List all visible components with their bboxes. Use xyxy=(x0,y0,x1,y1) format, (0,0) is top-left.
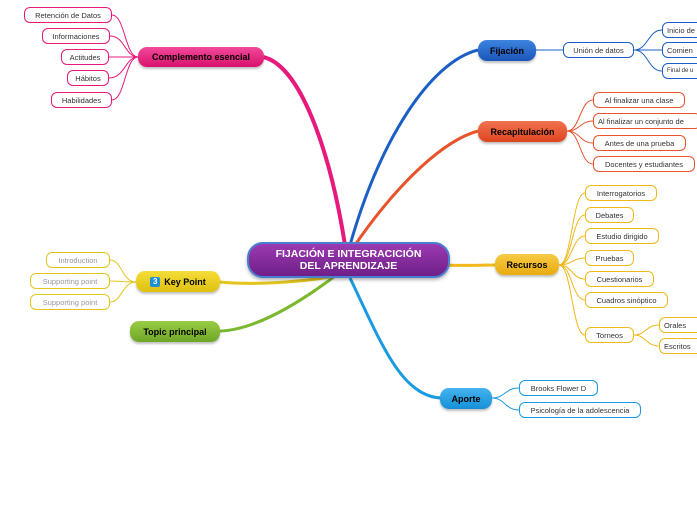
subtopic-interrogatorios[interactable]: Interrogatorios xyxy=(585,185,657,201)
topic-complemento-esencial[interactable]: Complemento esencial xyxy=(138,47,264,67)
subtopic-union-de-datos[interactable]: Unión de datos xyxy=(563,42,634,58)
subtopic-label: Pruebas xyxy=(595,253,624,263)
subtopic-docentes-estudiantes[interactable]: Docentes y estudiantes xyxy=(593,156,695,172)
subtopic-label: Retención de Datos xyxy=(35,10,101,20)
subtopic-cuestionarios[interactable]: Cuestionarios xyxy=(585,271,654,287)
subtopic-label: Debates xyxy=(595,210,624,220)
subtopic-supporting-point-2[interactable]: Supporting point xyxy=(30,294,110,310)
subtopic-label: Antes de una prueba xyxy=(604,138,675,148)
subtopic-label: Supporting point xyxy=(42,297,98,307)
topic-complemento-label: Complemento esencial xyxy=(151,52,251,62)
subtopic-actitudes[interactable]: Actitudes xyxy=(61,49,109,65)
subtopic-label: Habilidades xyxy=(61,95,102,105)
topic-fijacion-label: Fijación xyxy=(489,45,524,56)
subtopic-label: Al finalizar un conjunto de xyxy=(598,116,684,126)
subtopic-escritos[interactable]: Escritos xyxy=(659,338,697,354)
subtopic-label: Brooks Flower D xyxy=(530,383,587,393)
subtopic-label: Comien xyxy=(667,45,693,55)
topic-recapitulacion-label: Recapitulación xyxy=(490,126,555,137)
subtopic-label: Docentes y estudiantes xyxy=(605,159,683,169)
subtopic-label: Final de u xyxy=(667,68,694,74)
subtopic-label: Torneos xyxy=(596,330,623,340)
subtopic-label: Actitudes xyxy=(69,52,101,62)
subtopic-inicio[interactable]: Inicio de xyxy=(662,22,697,38)
subtopic-al-finalizar-conjunto[interactable]: Al finalizar un conjunto de xyxy=(593,113,697,129)
topic-key-point-label: Key Point xyxy=(164,276,206,287)
subtopic-debates[interactable]: Debates xyxy=(585,207,634,223)
subtopic-estudio-dirigido[interactable]: Estudio dirigido xyxy=(585,228,659,244)
subtopic-psicologia[interactable]: Psicología de la adolescencia xyxy=(519,402,641,418)
topic-recursos-label: Recursos xyxy=(506,259,548,270)
subtopic-label: Inicio de xyxy=(667,25,695,35)
subtopic-informaciones[interactable]: Informaciones xyxy=(42,28,110,44)
subtopic-comienzo[interactable]: Comien xyxy=(662,42,697,58)
subtopic-antes-de-prueba[interactable]: Antes de una prueba xyxy=(593,135,686,151)
subtopic-label: Supporting point xyxy=(42,276,98,286)
subtopic-habilidades[interactable]: Habilidades xyxy=(51,92,112,108)
topic-recursos[interactable]: Recursos xyxy=(495,254,559,275)
subtopic-label: Al finalizar una clase xyxy=(604,95,674,105)
subtopic-al-finalizar-clase[interactable]: Al finalizar una clase xyxy=(593,92,685,108)
subtopic-cuadros-sinoptico[interactable]: Cuadros sinóptico xyxy=(585,292,668,308)
subtopic-orales[interactable]: Orales xyxy=(659,317,697,333)
topic-aporte[interactable]: Aporte xyxy=(440,388,492,409)
subtopic-supporting-point-1[interactable]: Supporting point xyxy=(30,273,110,289)
subtopic-torneos[interactable]: Torneos xyxy=(585,327,634,343)
subtopic-label: Informaciones xyxy=(52,31,100,41)
subtopic-label: Escritos xyxy=(664,341,691,351)
topic-recapitulacion[interactable]: Recapitulación xyxy=(478,121,567,142)
subtopic-label: Cuestionarios xyxy=(596,274,643,284)
topic-principal-label: Topic principal xyxy=(143,326,207,337)
subtopic-label: Interrogatorios xyxy=(596,188,646,198)
topic-principal[interactable]: Topic principal xyxy=(130,321,220,342)
subtopic-final[interactable]: Final de u xyxy=(662,63,697,79)
subtopic-label: Estudio dirigido xyxy=(596,231,648,241)
subtopic-label: Hábitos xyxy=(75,73,101,83)
subtopic-habitos[interactable]: Hábitos xyxy=(67,70,109,86)
subtopic-label: Orales xyxy=(664,320,687,330)
root-title-line2: DEL APRENDIZAJE xyxy=(299,260,398,272)
subtopic-introduction[interactable]: Introduction xyxy=(46,252,110,268)
topic-aporte-label: Aporte xyxy=(451,393,481,404)
subtopic-label: Psicología de la adolescencia xyxy=(530,405,630,415)
subtopic-label: Introduction xyxy=(58,255,98,265)
subtopic-brooks-flower[interactable]: Brooks Flower D xyxy=(519,380,598,396)
subtopic-label: Unión de datos xyxy=(573,45,624,55)
subtopic-retencion[interactable]: Retención de Datos xyxy=(24,7,112,23)
root-title-line1: FIJACIÓN E INTEGRACICIÓN xyxy=(275,248,422,260)
number-3-icon: 3 xyxy=(150,276,161,287)
subtopic-label: Cuadros sinóptico xyxy=(596,295,657,305)
topic-key-point[interactable]: 3 Key Point xyxy=(136,271,220,292)
topic-fijacion[interactable]: Fijación xyxy=(478,40,536,61)
root-topic[interactable]: FIJACIÓN E INTEGRACICIÓN DEL APRENDIZAJE xyxy=(247,242,450,278)
subtopic-pruebas[interactable]: Pruebas xyxy=(585,250,634,266)
